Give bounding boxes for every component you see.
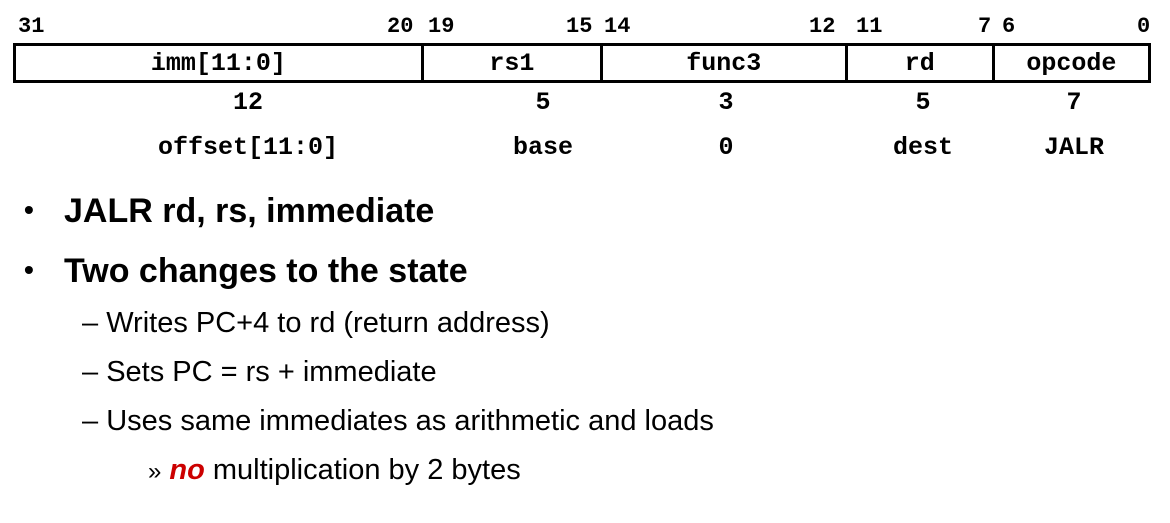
meaning-rs1: base [512,133,573,162]
dash-marker: – [82,356,99,388]
bit-14-label: 14 [604,14,631,39]
width-rs1: 5 [535,88,551,117]
subsub-bullet-text: multiplication by 2 bytes [204,454,521,486]
width-func3: 3 [718,88,734,117]
meaning-imm: offset[11:0] [157,133,339,162]
bit-20-label: 20 [387,14,414,39]
bullet-state-changes: • Two changes to the state [24,252,468,291]
bit-0-label: 0 [1137,14,1151,39]
bullet-jalr-syntax: • JALR rd, rs, immediate [24,192,434,231]
bit-6-label: 6 [1002,14,1016,39]
width-imm: 12 [232,88,263,117]
sub-bullet-text: Writes PC+4 to rd (return address) [106,307,550,339]
width-opcode: 7 [1066,88,1082,117]
bullet-text: Two changes to the state [64,252,468,290]
bit-15-label: 15 [566,14,593,39]
meaning-rd: dest [892,133,953,162]
bit-7-label: 7 [978,14,992,39]
sub-bullet-writes-pc: – Writes PC+4 to rd (return address) [82,307,550,340]
dash-marker: – [82,405,99,437]
chevron-marker: » [148,458,162,485]
sub-bullet-text: Uses same immediates as arithmetic and l… [106,405,714,437]
sub-bullet-sets-pc: – Sets PC = rs + immediate [82,356,437,389]
field-width-row: 12 5 3 5 7 [13,88,1151,118]
bullet-text: JALR rd, rs, immediate [64,192,435,230]
field-rd: rd [848,46,995,80]
dash-marker: – [82,307,99,339]
field-func3: func3 [603,46,848,80]
meaning-opcode: JALR [1043,133,1104,162]
bit-31-label: 31 [18,14,45,39]
subsub-bullet-no-multiplication: » no multiplication by 2 bytes [148,454,521,487]
bit-12-label: 12 [809,14,836,39]
sub-bullet-text: Sets PC = rs + immediate [106,356,437,388]
bullet-dot: • [24,254,34,285]
field-imm: imm[11:0] [16,46,424,80]
width-rd: 5 [915,88,931,117]
field-opcode: opcode [1026,48,1117,78]
bullet-dot: • [24,194,34,225]
emphasis-no: no [169,454,205,486]
bit-19-label: 19 [428,14,455,39]
instruction-format-row: imm[11:0] rs1 func3 rd opcode [13,43,1151,83]
field-rs1: rs1 [424,46,603,80]
bit-11-label: 11 [856,14,883,39]
meaning-func3: 0 [718,133,734,162]
field-meaning-row: offset[11:0] base 0 dest JALR [13,133,1151,163]
sub-bullet-immediates: – Uses same immediates as arithmetic and… [82,405,714,438]
